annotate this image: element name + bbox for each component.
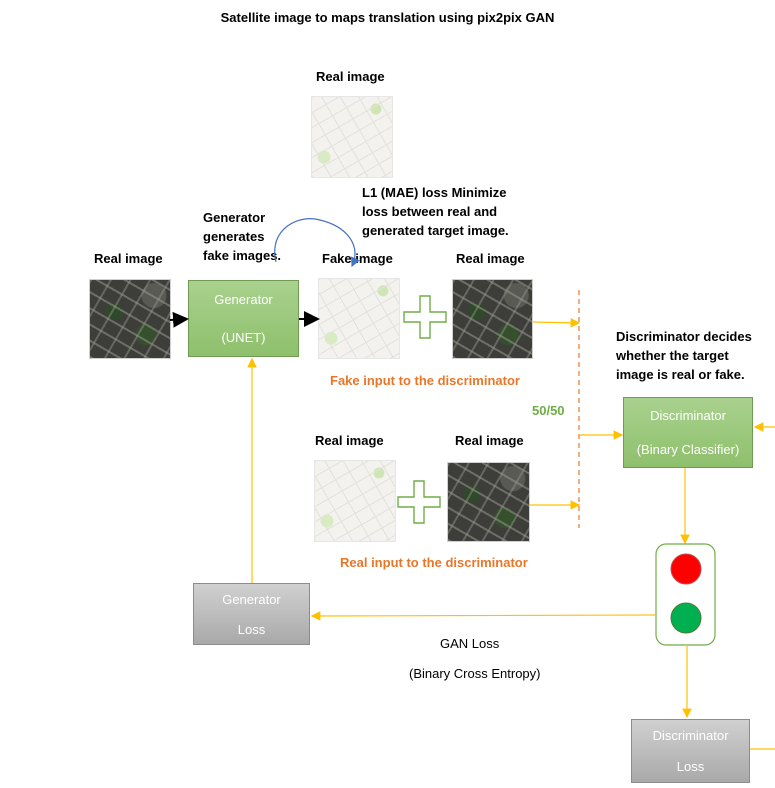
satellite-image-row2: [447, 462, 530, 542]
generator-box: Generator (UNET): [188, 280, 299, 357]
label-real-image-map-row2: Real image: [315, 433, 384, 448]
generator-loss-subtitle: Loss: [237, 621, 266, 637]
fake-input-label: Fake input to the discriminator: [330, 373, 520, 388]
label-real-image-input: Real image: [94, 251, 163, 266]
red-light-icon: [670, 553, 702, 585]
discriminator-decides-note: Discriminator decides whether the target…: [616, 329, 752, 382]
generator-loss-title: Generator: [222, 591, 281, 607]
traffic-light-icon: [655, 543, 716, 646]
discriminator-loss-subtitle: Loss: [676, 759, 705, 774]
plus-icon: [403, 295, 447, 339]
diagram-title: Satellite image to maps translation usin…: [220, 10, 555, 25]
discriminator-box-subtitle: (Binary Classifier): [636, 442, 740, 458]
discriminator-box: Discriminator (Binary Classifier): [623, 397, 753, 468]
fake-map-image: [318, 278, 400, 359]
arrow-input-to-generator: [169, 311, 189, 328]
label-real-image-sat-row1: Real image: [456, 251, 525, 266]
real-map-image-top: [311, 96, 393, 178]
gan-loss-label: GAN Loss: [440, 636, 500, 651]
l1-loss-note: L1 (MAE) loss Minimize loss between real…: [362, 185, 509, 238]
discriminator-box-title: Discriminator: [650, 407, 726, 423]
bce-label: (Binary Cross Entropy): [409, 666, 541, 681]
ratio-label: 50/50: [532, 403, 565, 418]
arrow-light-to-generator-loss: [310, 611, 657, 621]
input-satellite-image: [89, 279, 171, 359]
label-real-image-top: Real image: [316, 69, 385, 84]
plus-icon: [397, 480, 441, 524]
generator-generates-note: Generator generates fake images.: [203, 210, 282, 263]
discriminator-loss-box: Discriminator Loss: [631, 719, 750, 783]
generator-box-title: Generator: [214, 292, 273, 308]
real-input-label: Real input to the discriminator: [340, 555, 528, 570]
loop-arrow-icon: [274, 218, 360, 268]
satellite-image-row1: [452, 279, 533, 359]
green-light-icon: [670, 602, 702, 634]
generator-box-subtitle: (UNET): [221, 329, 266, 345]
label-real-image-sat-row2: Real image: [455, 433, 524, 448]
discriminator-loss-title: Discriminator: [652, 728, 729, 743]
generator-loss-box: Generator Loss: [193, 583, 310, 645]
arrow-fake-pair-to-discriminator: [532, 318, 581, 328]
real-map-image-row2: [314, 460, 396, 542]
